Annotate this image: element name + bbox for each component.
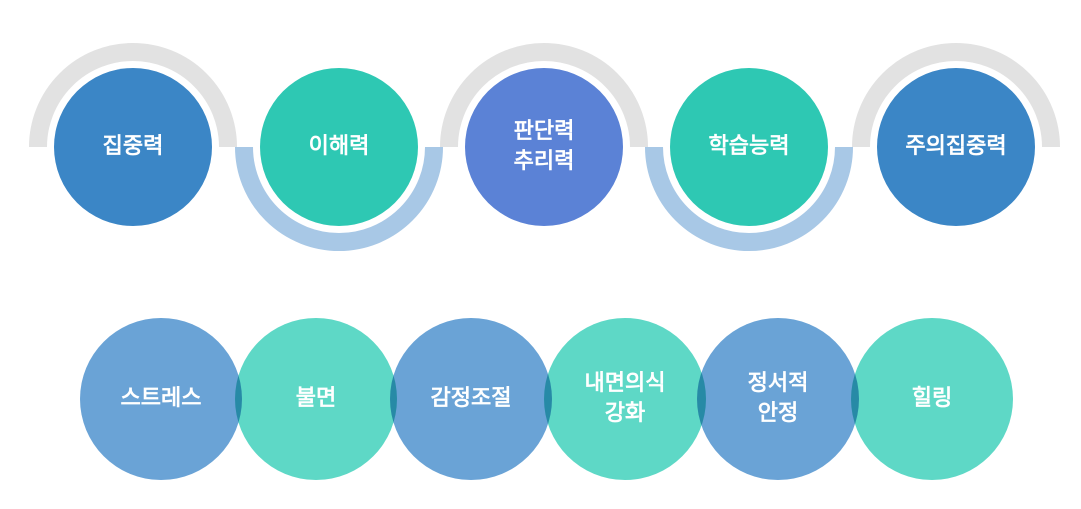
top-circle-2: 이해력 <box>260 68 418 226</box>
top-circle-4: 학습능력 <box>670 68 828 226</box>
top-circle-3: 판단력 추리력 <box>465 68 623 226</box>
arc-bottom-4 <box>645 146 853 251</box>
arc-bottom-2 <box>235 146 443 251</box>
arc-top-5 <box>852 43 1060 148</box>
bottom-circle-5: 정서적 안정 <box>697 318 859 480</box>
bottom-circle-3: 감정조절 <box>390 318 552 480</box>
bottom-circle-1: 스트레스 <box>80 318 242 480</box>
bottom-circle-2: 불면 <box>235 318 397 480</box>
bottom-circle-6: 힐링 <box>851 318 1013 480</box>
arc-top-1 <box>29 43 237 148</box>
bottom-circle-4: 내면의식 강화 <box>544 318 706 480</box>
top-circle-5: 주의집중력 <box>877 68 1035 226</box>
arc-top-3 <box>440 43 648 148</box>
top-circle-1: 집중력 <box>54 68 212 226</box>
